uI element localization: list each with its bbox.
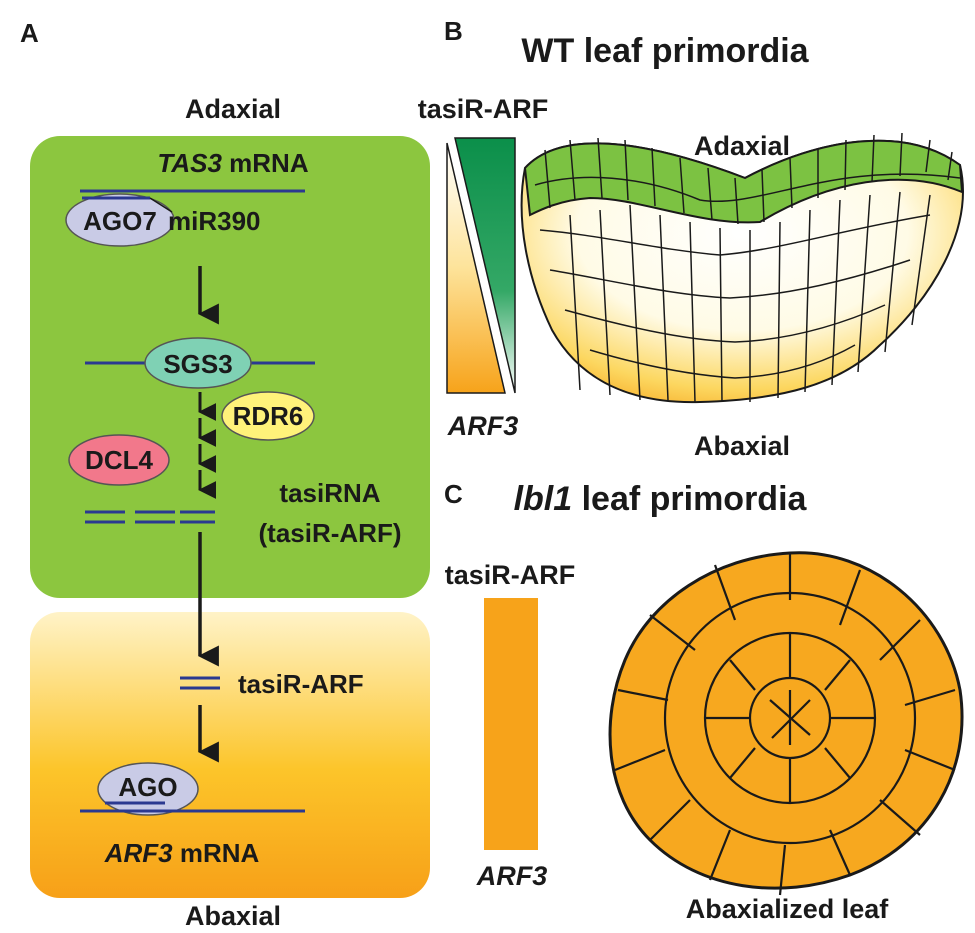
panel-c-title-rest: leaf primordia bbox=[572, 480, 807, 518]
ago-label: AGO bbox=[118, 772, 177, 802]
arf3-suffix: mRNA bbox=[173, 838, 260, 868]
abaxialized-leaf-section bbox=[608, 551, 964, 896]
dcl4-protein bbox=[68, 434, 170, 486]
tasir-gradient-triangle bbox=[454, 137, 516, 394]
ago7-label: AGO7 bbox=[83, 206, 157, 236]
panel-a-adaxial-label: Adaxial bbox=[185, 94, 281, 124]
tasir-arf-duplex bbox=[180, 676, 220, 690]
panel-b-title: WT leaf primordia bbox=[521, 32, 809, 70]
rdr6-label: RDR6 bbox=[233, 401, 304, 431]
tasirna-duplexes bbox=[85, 510, 215, 524]
panel-b-tasir-label: tasiR-ARF bbox=[418, 94, 549, 124]
panel-c-caption: Abaxialized leaf bbox=[686, 894, 890, 924]
tas3-suffix: mRNA bbox=[222, 148, 309, 178]
abaxial-box bbox=[30, 612, 430, 898]
arf3-uniform-bar bbox=[484, 598, 538, 850]
tasirna-label: tasiRNA bbox=[279, 478, 380, 508]
arf3-gene: ARF3 bbox=[104, 838, 173, 868]
panel-b-arf3-label: ARF3 bbox=[447, 411, 519, 441]
panel-a-letter: A bbox=[20, 18, 39, 48]
panel-b-letter: B bbox=[444, 16, 463, 46]
ago7-complex bbox=[65, 193, 175, 247]
panel-c-title: lbl1 leaf primordia bbox=[514, 480, 808, 518]
mir390-label: miR390 bbox=[168, 206, 261, 236]
arf3-mrna-label: ARF3 mRNA bbox=[104, 838, 260, 868]
wt-leaf-section bbox=[520, 132, 964, 404]
panel-c-letter: C bbox=[444, 479, 463, 509]
sgs3-protein bbox=[144, 337, 252, 389]
panel-c-arf3-label: ARF3 bbox=[476, 861, 548, 891]
panel-a-abaxial-label: Abaxial bbox=[185, 901, 281, 931]
tasir-arf-label: tasiR-ARF bbox=[238, 669, 364, 699]
tas3-mrna-label: TAS3 mRNA bbox=[157, 148, 308, 178]
tasirna-sub-label: (tasiR-ARF) bbox=[259, 518, 402, 548]
panel-c-tasir-label: tasiR-ARF bbox=[445, 560, 576, 590]
sgs3-label: SGS3 bbox=[163, 349, 232, 379]
rdr6-protein bbox=[221, 391, 315, 441]
arf3-gradient-triangle bbox=[446, 142, 506, 394]
panel-c-title-gene: lbl1 bbox=[514, 480, 573, 518]
dcl4-label: DCL4 bbox=[85, 445, 153, 475]
tas3-gene: TAS3 bbox=[157, 148, 222, 178]
mir390-pointer bbox=[149, 197, 173, 213]
panel-b-adaxial-label: Adaxial bbox=[694, 131, 790, 161]
panel-b-abaxial-label: Abaxial bbox=[694, 431, 790, 461]
